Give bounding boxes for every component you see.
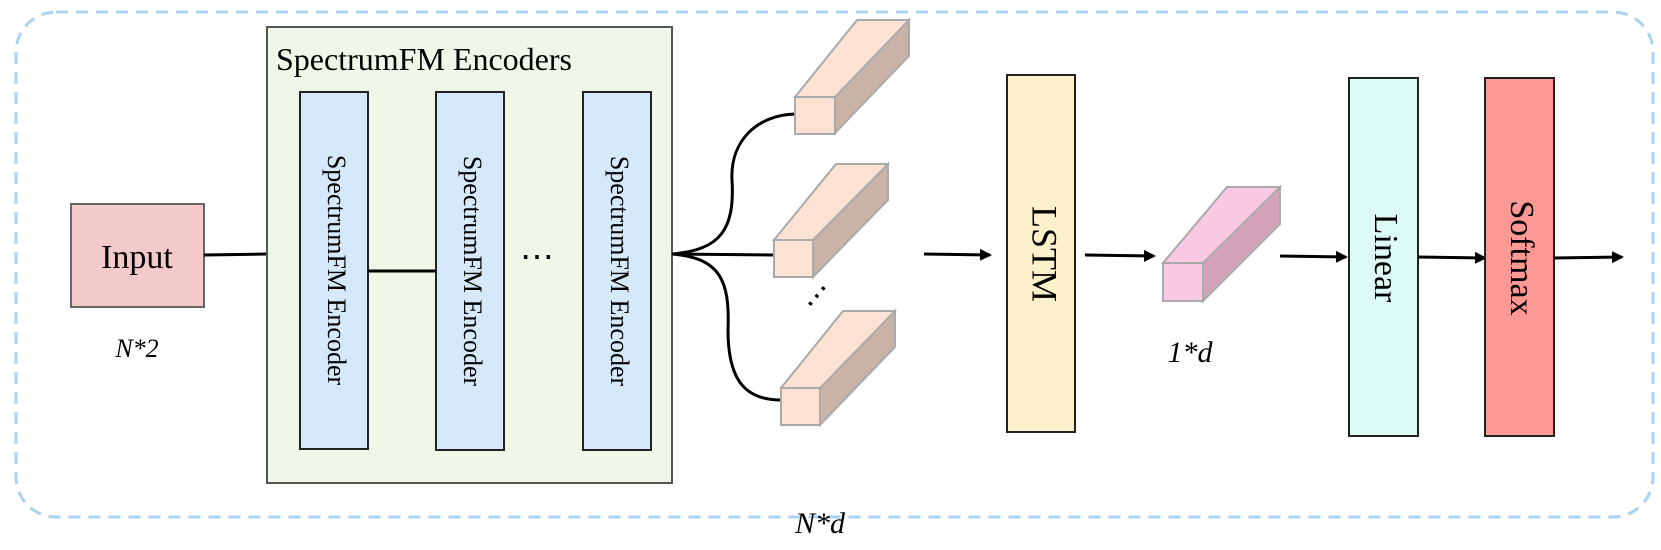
linear-box (1348, 77, 1419, 437)
lstm-box (1006, 74, 1076, 433)
softmax-label: Softmax (1503, 200, 1540, 315)
encoder-box-3 (582, 91, 652, 451)
encoder-label-2: SpectrumFM Encoder (458, 156, 487, 387)
token-ellipsis: ⋯ (794, 274, 839, 318)
token-box-2 (771, 161, 891, 280)
fanout-curve-top (671, 112, 796, 256)
encoder-label-3: SpectrumFM Encoder (605, 156, 634, 387)
token-box-1 (792, 17, 912, 136)
encoders-title: SpectrumFM Encoders (276, 41, 572, 77)
input-dim-label: N*2 (114, 334, 158, 363)
right-arrow-icon (1553, 251, 1624, 264)
tokens-dim-label: N*d (794, 507, 846, 540)
token-box-3 (778, 308, 898, 428)
outer-dashed-frame (14, 10, 1655, 519)
fanout-connectors (671, 112, 796, 402)
input-label: Input (101, 239, 173, 276)
connector-input-encoders (203, 252, 268, 257)
right-arrow-icon (923, 248, 992, 261)
softmax-box (1484, 77, 1555, 437)
pooled-dim-label: 1*d (1168, 336, 1214, 369)
fanout-curve-bottom (671, 252, 782, 402)
pooled-vector-box (1160, 184, 1283, 304)
right-arrow-icon (1417, 251, 1487, 264)
encoder-ellipsis: ⋯ (520, 239, 554, 276)
encoder-label-1: SpectrumFM Encoder (322, 155, 351, 386)
fanout-curve-middle (671, 252, 775, 257)
right-arrow-icon (1279, 250, 1348, 263)
input-box (70, 203, 205, 308)
lstm-label: LSTM (1025, 206, 1065, 302)
right-arrow-icon (1084, 249, 1156, 262)
encoder-box-2 (435, 91, 505, 451)
linear-label: Linear (1367, 214, 1404, 303)
